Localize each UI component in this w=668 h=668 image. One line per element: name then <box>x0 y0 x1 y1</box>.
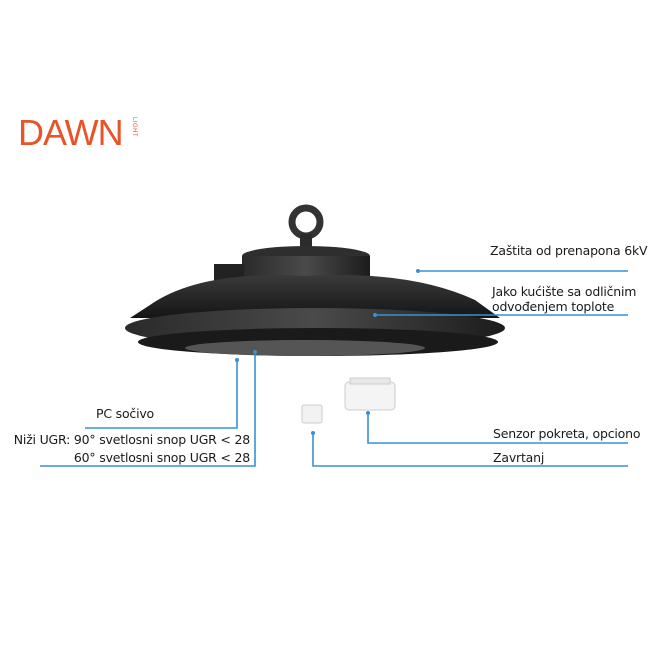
eye-bolt <box>288 204 324 250</box>
callout-ugr-2: 60° svetlosni snop UGR < 28 <box>73 450 250 465</box>
heatsink-housing <box>125 275 505 356</box>
screw <box>301 404 323 424</box>
leader-dots <box>235 269 420 435</box>
callout-sensor: Senzor pokreta, opciono <box>493 426 641 441</box>
callout-housing-2: odvođenjem toplote <box>492 299 615 314</box>
callout-lens: PC sočivo <box>96 406 154 421</box>
leader-lines <box>40 270 628 467</box>
brand-logo: DAWN <box>18 112 124 153</box>
callout-screw: Zavrtanj <box>493 450 545 465</box>
motion-sensor <box>344 377 396 411</box>
callout-surge: Zaštita od prenapona 6kV <box>490 243 648 258</box>
callout-ugr-1: Niži UGR: 90° svetlosni snop UGR < 28 <box>13 432 250 447</box>
callout-housing-1: Jako kućište sa odličnim <box>492 284 637 299</box>
